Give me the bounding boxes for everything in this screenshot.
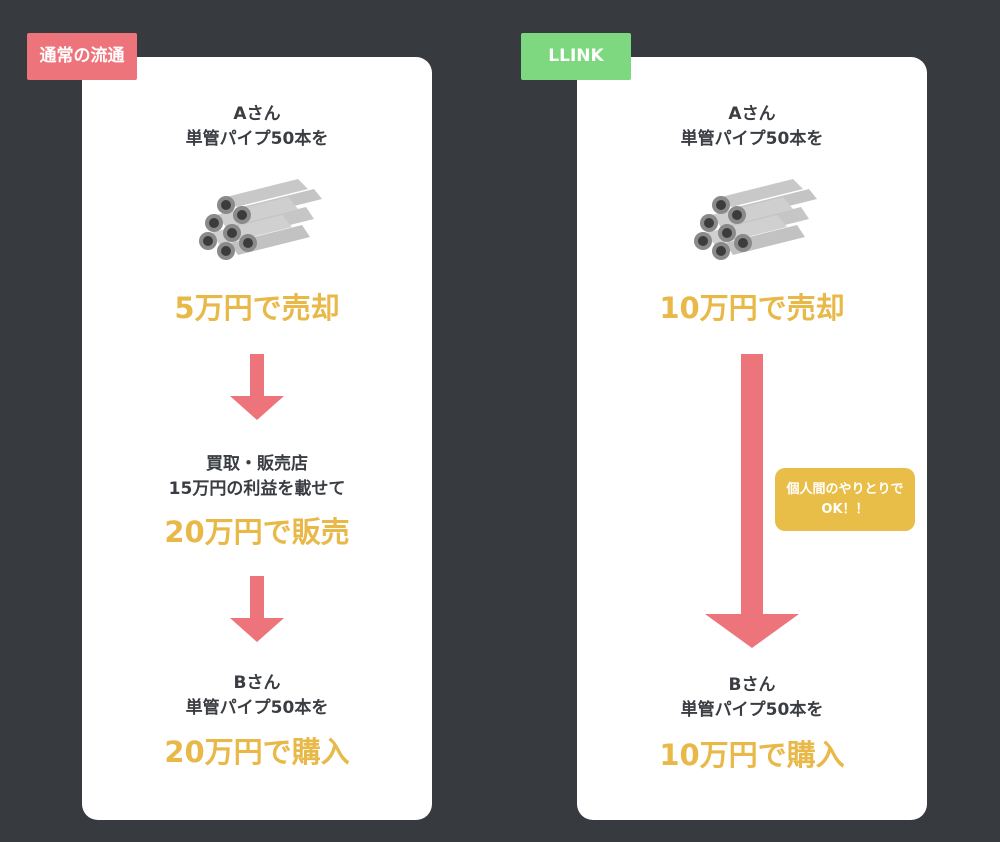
buy-price: 20万円で購入 [164,735,350,769]
buyer-name: Bさん [728,675,776,695]
pipe-bundle-icon [694,179,817,260]
buyer-item: 単管パイプ50本を [185,698,329,718]
seller-name: Aさん [728,104,776,124]
down-arrow-icon [230,576,284,642]
seller-name: Aさん [233,104,281,124]
shop-price: 20万円で販売 [164,515,350,549]
buyer-name: Bさん [233,673,281,693]
shop-line1: 買取・販売店 [206,454,308,474]
badge-line2: OK！！ [821,501,869,517]
shop-line2: 15万円の利益を載せて [168,479,346,499]
seller-item: 単管パイプ50本を [680,129,824,149]
down-arrow-icon [230,354,284,420]
pipe-bundle-icon [199,179,322,260]
normal-flow-card: Aさん 単管パイプ50本を 5万円で売却 買取・販売店 15万円の利益を載せて … [82,57,432,820]
seller-item: 単管パイプ50本を [185,129,329,149]
normal-flow-tag: 通常の流通 [27,33,137,80]
sell-price: 5万円で売却 [174,291,340,325]
buyer-item: 単管パイプ50本を [680,700,824,720]
down-arrow-icon [705,354,799,648]
buy-price: 10万円で購入 [659,738,845,772]
sell-price: 10万円で売却 [659,291,845,325]
badge-line1: 個人間のやりとりで [786,481,904,497]
llink-flow-card: Aさん 単管パイプ50本を 10万円で売却 個人間のやりとりで OK！！ Bさん… [577,57,927,820]
peer-to-peer-badge: 個人間のやりとりで OK！！ [775,468,915,531]
llink-tag: LLINK [521,33,631,80]
